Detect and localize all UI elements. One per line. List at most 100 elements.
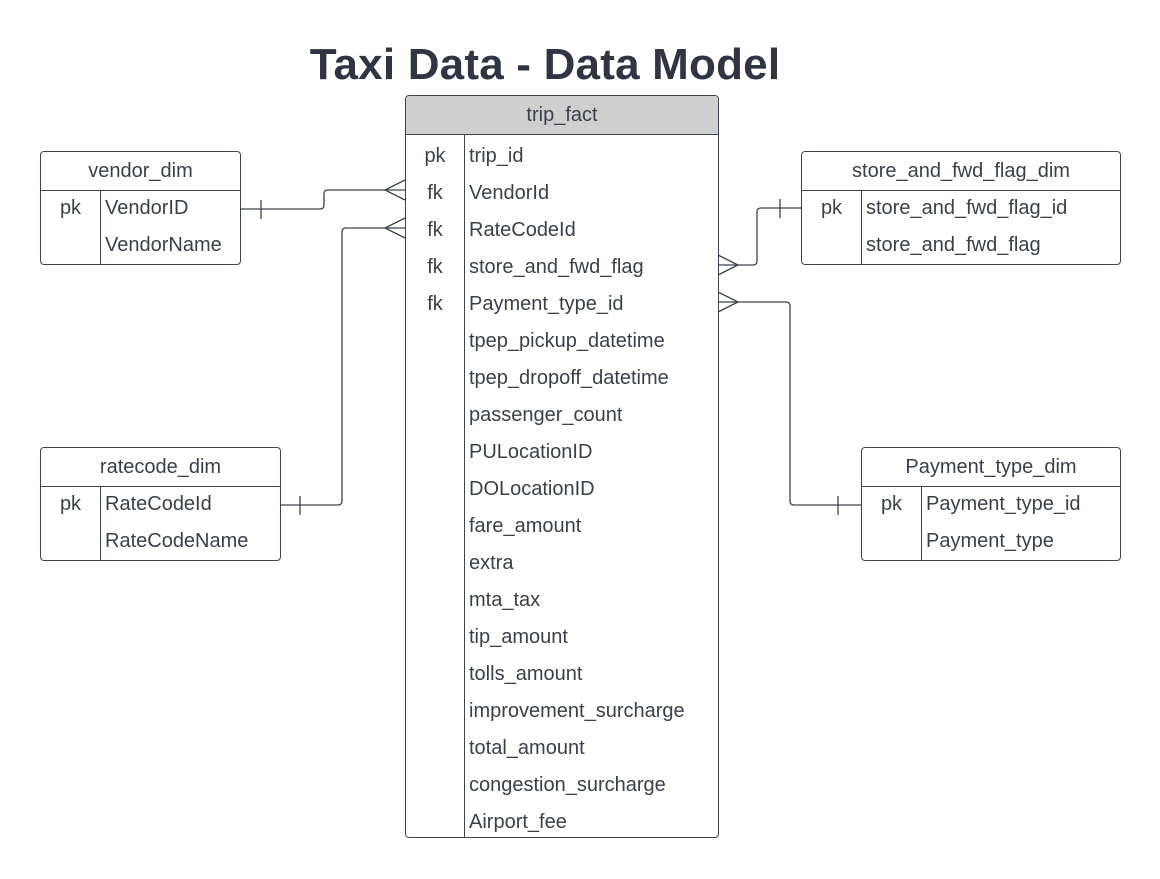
field-row: fk VendorId xyxy=(406,176,718,213)
column-divider xyxy=(921,487,922,560)
key-label: fk xyxy=(427,256,443,278)
key-label: fk xyxy=(427,182,443,204)
key-label xyxy=(802,228,861,264)
connector-line xyxy=(718,207,801,266)
field-name: Payment_type xyxy=(926,530,1054,552)
key-label: pk xyxy=(59,493,82,515)
key-label xyxy=(406,361,464,398)
field-name: Payment_type_id xyxy=(469,293,624,315)
field-row: fk store_and_fwd_flag xyxy=(406,250,718,287)
key-label xyxy=(406,805,464,837)
field-name: RateCodeId xyxy=(105,493,212,515)
entity-header: store_and_fwd_flag_dim xyxy=(802,152,1120,191)
field-row: tpep_pickup_datetime xyxy=(406,324,718,361)
field-row: fare_amount xyxy=(406,509,718,546)
field-row: improvement_surcharge xyxy=(406,694,718,731)
key-label xyxy=(41,228,100,264)
field-name: store_and_fwd_flag xyxy=(469,256,644,278)
key-label xyxy=(406,546,464,583)
field-row: tpep_dropoff_datetime xyxy=(406,361,718,398)
field-row: pk trip_id xyxy=(406,139,718,176)
key-label: pk xyxy=(880,493,903,515)
field-row: Airport_fee xyxy=(406,805,718,837)
field-name: Airport_fee xyxy=(469,811,567,833)
crows-foot-marker xyxy=(717,254,740,276)
field-row: extra xyxy=(406,546,718,583)
field-row: tip_amount xyxy=(406,620,718,657)
column-divider xyxy=(100,191,101,264)
connector-line xyxy=(241,189,405,210)
field-row: pk RateCodeId xyxy=(41,487,280,524)
field-name: store_and_fwd_flag_id xyxy=(866,197,1068,219)
key-label xyxy=(406,731,464,768)
field-row: congestion_surcharge xyxy=(406,768,718,805)
field-row: passenger_count xyxy=(406,398,718,435)
crows-foot-marker xyxy=(717,291,740,313)
key-label xyxy=(406,435,464,472)
field-row: PULocationID xyxy=(406,435,718,472)
field-name: tpep_pickup_datetime xyxy=(469,330,665,352)
field-name: trip_id xyxy=(469,145,524,167)
key-label: fk xyxy=(427,293,443,315)
crows-foot-marker xyxy=(383,179,406,201)
field-name: passenger_count xyxy=(469,404,623,426)
entity-header: Payment_type_dim xyxy=(862,448,1120,487)
field-row: fk Payment_type_id xyxy=(406,287,718,324)
entity-store-and-fwd-flag-dim: store_and_fwd_flag_dim pk store_and_fwd_f… xyxy=(801,151,1121,265)
field-row: tolls_amount xyxy=(406,657,718,694)
key-label xyxy=(406,324,464,361)
key-label xyxy=(862,524,921,560)
column-divider xyxy=(464,135,465,837)
entity-header: ratecode_dim xyxy=(41,448,280,487)
field-name: tip_amount xyxy=(469,626,568,648)
field-name: tpep_dropoff_datetime xyxy=(469,367,669,389)
field-name: DOLocationID xyxy=(469,478,595,500)
key-label xyxy=(41,524,100,560)
relationship-storeflag-trip xyxy=(717,199,801,276)
entity-body: pk store_and_fwd_flag_id store_and_fwd_fla… xyxy=(802,191,1120,264)
field-name: improvement_surcharge xyxy=(469,700,685,722)
entity-header: vendor_dim xyxy=(41,152,240,191)
field-name: extra xyxy=(469,552,514,574)
connector-line xyxy=(281,227,405,506)
key-label: pk xyxy=(820,197,843,219)
field-name: RateCodeId xyxy=(469,219,576,241)
field-name: RateCodeName xyxy=(105,530,249,552)
field-row: pk Payment_type_id xyxy=(862,487,1120,524)
field-name: congestion_surcharge xyxy=(469,774,666,796)
column-divider xyxy=(100,487,101,560)
field-row: pk store_and_fwd_flag_id xyxy=(802,191,1120,228)
field-name: fare_amount xyxy=(469,515,582,537)
field-row: mta_tax xyxy=(406,583,718,620)
field-row: store_and_fwd_flag xyxy=(802,228,1120,264)
field-name: total_amount xyxy=(469,737,585,759)
key-label xyxy=(406,620,464,657)
connector-line xyxy=(718,301,861,506)
field-row: Payment_type xyxy=(862,524,1120,560)
relationship-ratecode-trip xyxy=(281,217,406,515)
field-name: VendorId xyxy=(469,182,550,204)
crows-foot-marker xyxy=(383,217,406,239)
field-name: tolls_amount xyxy=(469,663,583,685)
field-name: PULocationID xyxy=(469,441,593,463)
column-divider xyxy=(861,191,862,264)
relationship-vendor-trip xyxy=(241,179,406,219)
field-name: Payment_type_id xyxy=(926,493,1081,515)
key-label xyxy=(406,472,464,509)
key-label xyxy=(406,694,464,731)
key-label: pk xyxy=(424,145,446,167)
field-name: mta_tax xyxy=(469,589,541,611)
field-name: store_and_fwd_flag xyxy=(866,234,1041,256)
key-label xyxy=(406,583,464,620)
key-label xyxy=(406,657,464,694)
field-row: RateCodeName xyxy=(41,524,280,560)
field-row: VendorName xyxy=(41,228,240,264)
diagram-title: Taxi Data - Data Model xyxy=(309,40,781,89)
